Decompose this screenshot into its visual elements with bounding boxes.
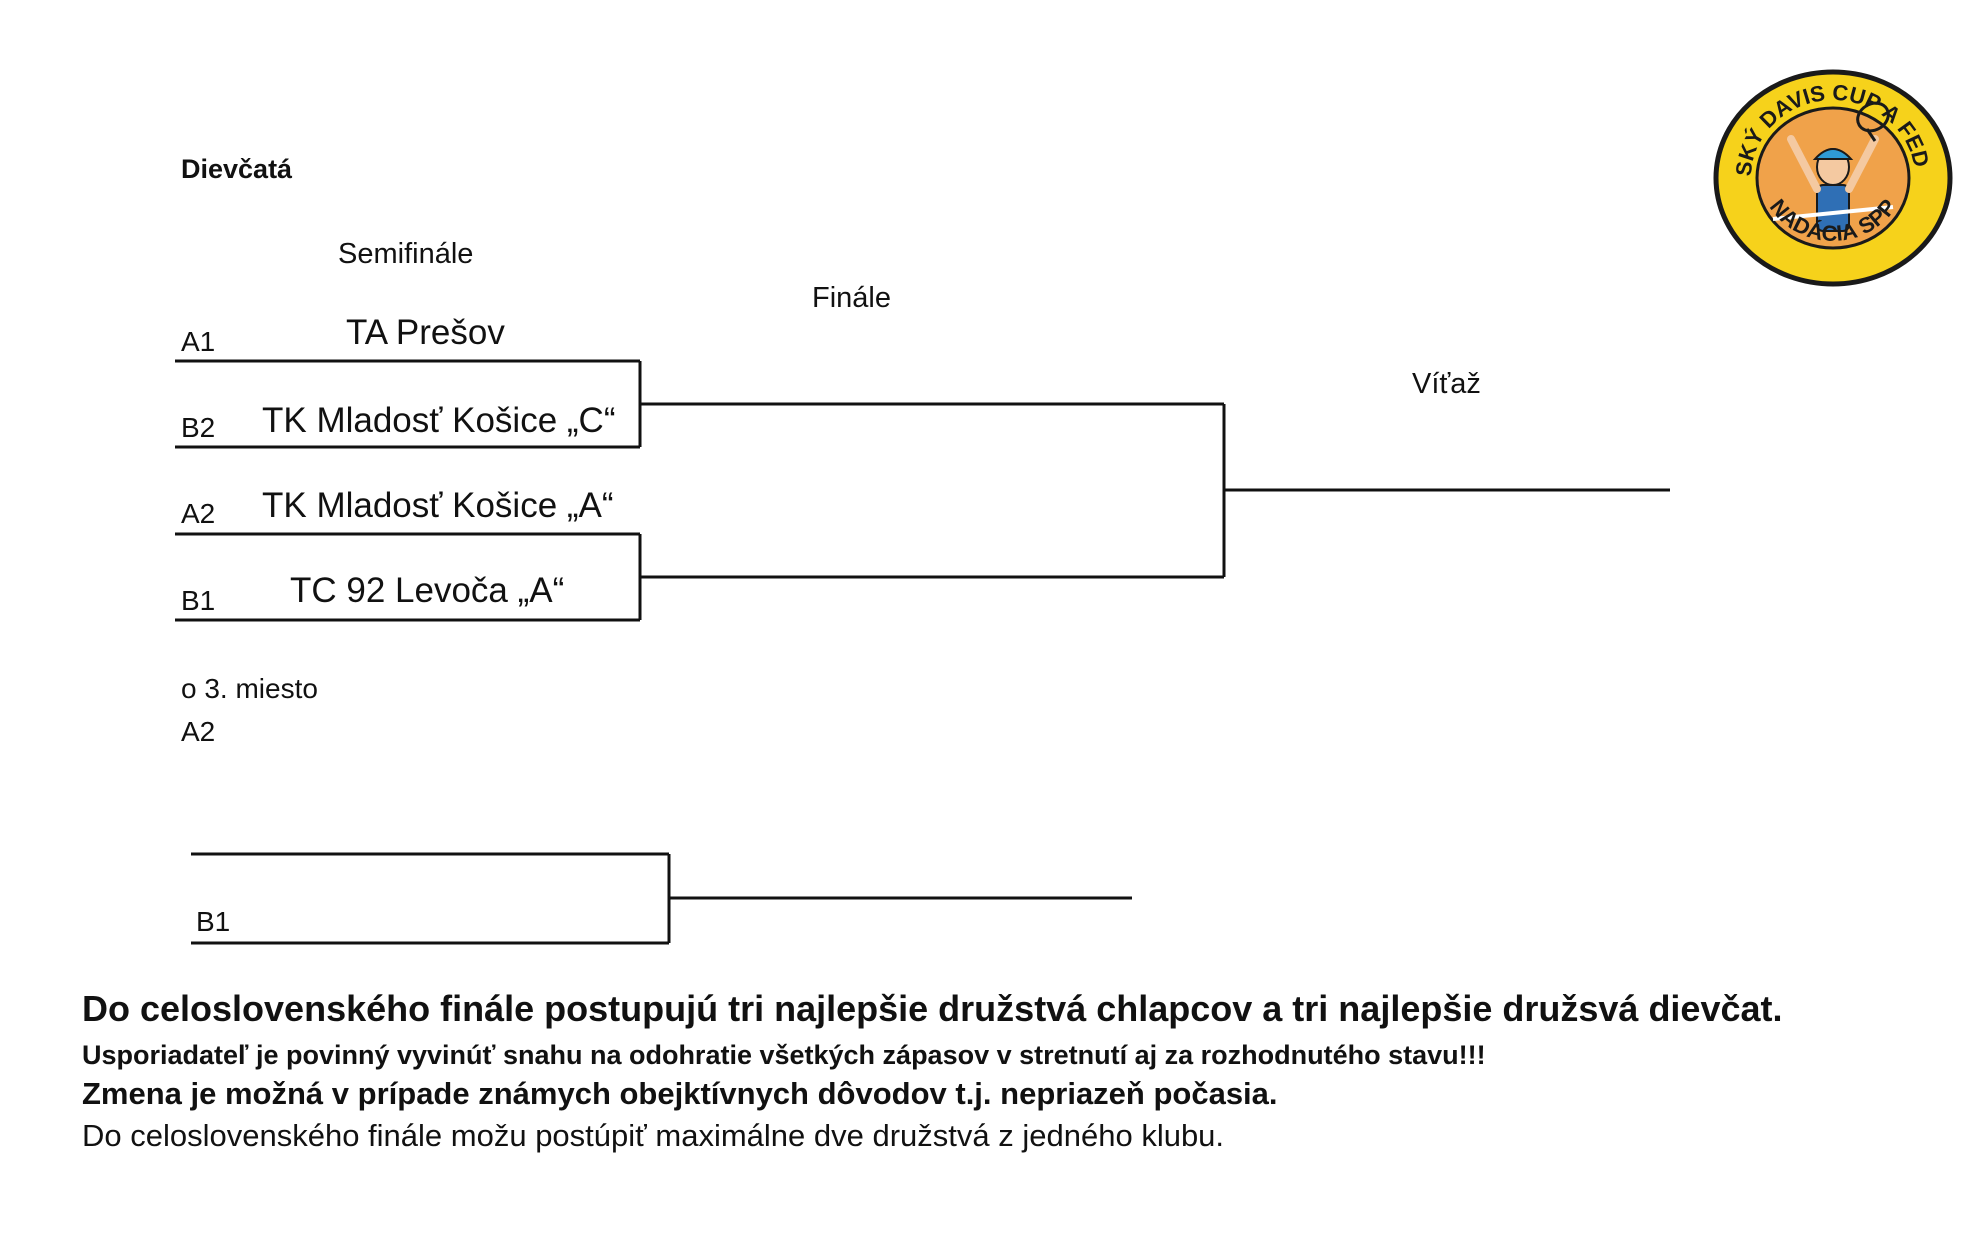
- logo-figure-cap: [1812, 148, 1854, 160]
- winner-header: Víťaž: [1412, 368, 1481, 400]
- third-place-seed-bottom: B1: [196, 906, 231, 937]
- semifinal-header: Semifinále: [338, 238, 474, 270]
- note-qualification: Do celoslovenského finále postupujú tri …: [82, 988, 1783, 1029]
- logo-figure-body: [1816, 184, 1850, 232]
- logo-racket-handle: [1865, 128, 1877, 142]
- team-name: TA Prešov: [346, 313, 505, 352]
- logo-figure-arm-right: [1845, 135, 1879, 193]
- third-place-title: o 3. miesto: [181, 673, 318, 704]
- final-header: Finále: [812, 282, 891, 314]
- davis-cup-logo: DETSKÝ DAVIS CUP A FED CUP NADÁCIA SPP: [1713, 69, 1953, 287]
- note-limit: Do celoslovenského finále možu postúpiť …: [82, 1118, 1225, 1153]
- team-name: TC 92 Levoča „A“: [290, 571, 565, 610]
- seed-label: B1: [181, 585, 216, 616]
- logo-net: [1772, 205, 1894, 221]
- logo-figure-arm-left: [1787, 135, 1821, 193]
- seed-label: B2: [181, 412, 216, 443]
- team-name: TK Mladosť Košice „A“: [262, 486, 614, 525]
- note-organizer: Usporiadateľ je povinný vyvinúť snahu na…: [82, 1040, 1486, 1070]
- seed-label: A2: [181, 498, 216, 529]
- section-title: Dievčatá: [181, 154, 293, 184]
- seed-label: A1: [181, 326, 216, 357]
- team-name: TK Mladosť Košice „C“: [262, 401, 616, 440]
- note-change: Zmena je možná v prípade známych obejktí…: [82, 1076, 1278, 1111]
- third-place-seed-top: A2: [181, 716, 216, 747]
- logo-racket-head: [1856, 101, 1890, 133]
